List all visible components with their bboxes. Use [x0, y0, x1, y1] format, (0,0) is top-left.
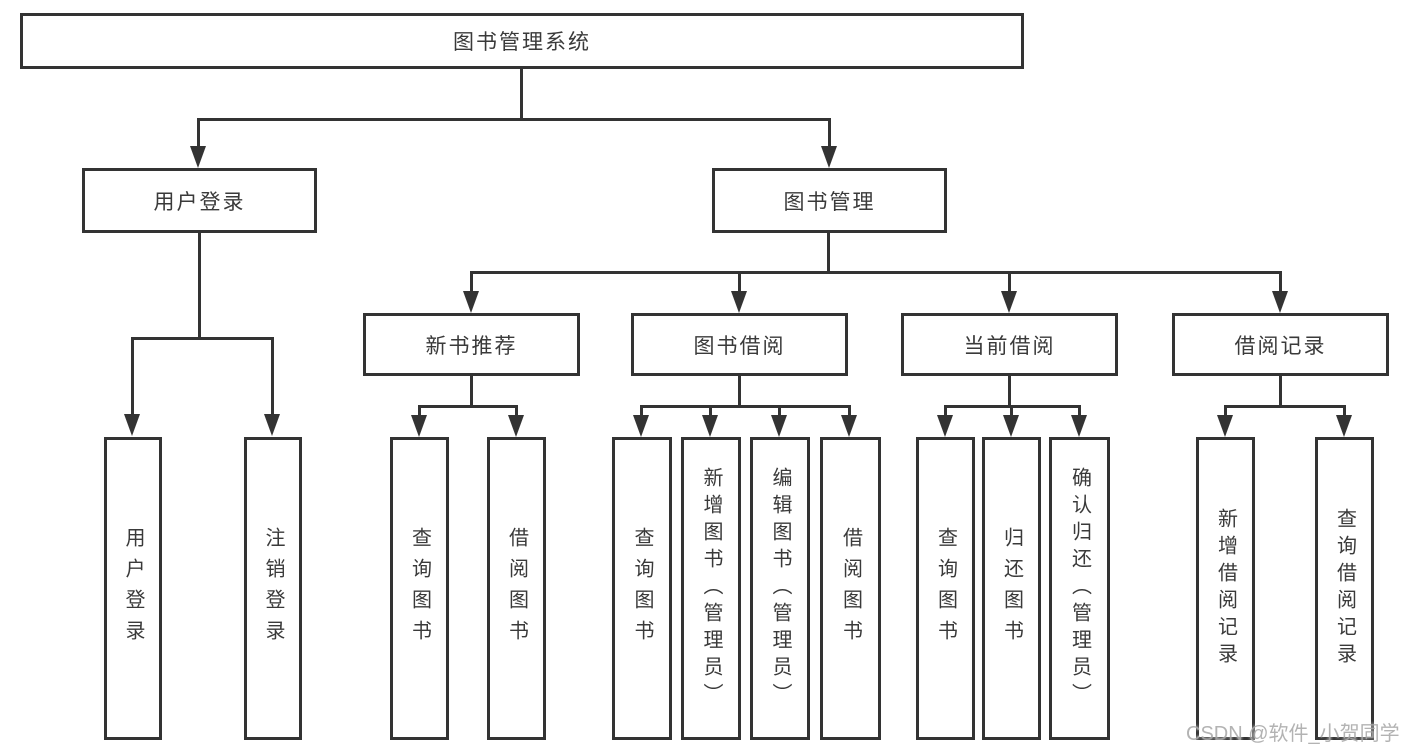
edge-book-mgmt-stem-2 — [738, 271, 741, 293]
arrowhead-to-book-management — [821, 146, 837, 168]
arrowhead-to-bb-borrow-book — [841, 415, 857, 437]
edge-borrow-stem-2 — [709, 405, 712, 417]
leaf-current-return-book: 归还图书 — [982, 437, 1041, 740]
leaf-borrow-add-book-admin: 新增图书（管理员） — [681, 437, 741, 740]
arrowhead-to-user-login — [190, 146, 206, 168]
node-book-borrow: 图书借阅 — [631, 313, 848, 376]
arrowhead-to-current-borrow — [1001, 291, 1017, 313]
leaf-logout: 注销登录 — [244, 437, 302, 740]
edge-borrow-stem-3 — [778, 405, 781, 417]
leaf-recommend-query-book: 查询图书 — [390, 437, 449, 740]
edge-record-hbar — [1224, 405, 1346, 408]
leaf-record-add-borrow-record: 新增借阅记录 — [1196, 437, 1255, 740]
arrowhead-to-cb-confirm-return — [1071, 415, 1087, 437]
edge-current-stem-1 — [944, 405, 947, 417]
arrowhead-to-borrow-record — [1272, 291, 1288, 313]
node-root-library-management-system: 图书管理系统 — [20, 13, 1024, 69]
edge-root-drop — [520, 69, 523, 121]
edge-current-drop — [1008, 376, 1011, 408]
edge-record-drop — [1279, 376, 1282, 408]
arrowhead-to-br-add-record — [1217, 415, 1233, 437]
edge-borrow-hbar — [640, 405, 851, 408]
arrowhead-to-bb-add-book — [702, 415, 718, 437]
arrowhead-to-leaf-logout — [264, 414, 280, 436]
node-book-management: 图书管理 — [712, 168, 947, 233]
edge-borrow-stem-4 — [848, 405, 851, 417]
edge-recommend-stem-1 — [418, 405, 421, 417]
leaf-user-login: 用户登录 — [104, 437, 162, 740]
arrowhead-to-book-borrow — [731, 291, 747, 313]
arrowhead-to-leaf-user-login — [124, 414, 140, 436]
arrowhead-to-br-query-record — [1336, 415, 1352, 437]
edge-root-hbar — [197, 118, 831, 121]
leaf-borrow-query-book: 查询图书 — [612, 437, 672, 740]
edge-borrow-drop — [738, 376, 741, 408]
edge-root-stem-right — [828, 118, 831, 150]
node-current-borrow: 当前借阅 — [901, 313, 1118, 376]
edge-recommend-stem-2 — [515, 405, 518, 417]
edge-current-stem-2 — [1010, 405, 1013, 417]
arrowhead-to-nr-query-book — [411, 415, 427, 437]
edge-book-mgmt-stem-1 — [470, 271, 473, 293]
arrowhead-to-nr-borrow-book — [508, 415, 524, 437]
arrowhead-to-cb-return-book — [1003, 415, 1019, 437]
leaf-borrow-edit-book-admin: 编辑图书（管理员） — [750, 437, 810, 740]
edge-root-stem-left — [197, 118, 200, 150]
node-borrow-record: 借阅记录 — [1172, 313, 1389, 376]
edge-user-login-drop — [198, 233, 201, 340]
edge-book-mgmt-hbar — [470, 271, 1282, 274]
leaf-recommend-borrow-book: 借阅图书 — [487, 437, 546, 740]
arrowhead-to-bb-edit-book — [771, 415, 787, 437]
edge-recommend-hbar — [418, 405, 518, 408]
leaf-record-query-borrow-record: 查询借阅记录 — [1315, 437, 1374, 740]
arrowhead-to-bb-query-book — [633, 415, 649, 437]
edge-recommend-drop — [470, 376, 473, 408]
edge-book-mgmt-stem-3 — [1008, 271, 1011, 293]
arrowhead-to-new-book-recommend — [463, 291, 479, 313]
leaf-current-confirm-return-admin: 确认归还（管理员） — [1049, 437, 1110, 740]
edge-user-login-hbar — [131, 337, 273, 340]
arrowhead-to-cb-query-book — [937, 415, 953, 437]
edge-current-stem-3 — [1078, 405, 1081, 417]
edge-user-login-stem-left — [131, 337, 134, 417]
csdn-watermark: CSDN @软件_小贺同学 — [1186, 723, 1400, 745]
edge-borrow-stem-1 — [640, 405, 643, 417]
edge-record-stem-1 — [1224, 405, 1227, 417]
edge-book-mgmt-stem-4 — [1279, 271, 1282, 293]
leaf-current-query-book: 查询图书 — [916, 437, 975, 740]
node-new-book-recommend: 新书推荐 — [363, 313, 580, 376]
leaf-borrow-borrow-book: 借阅图书 — [820, 437, 881, 740]
edge-record-stem-2 — [1343, 405, 1346, 417]
edge-book-mgmt-drop — [827, 233, 830, 274]
edge-user-login-stem-right — [271, 337, 274, 417]
node-user-login: 用户登录 — [82, 168, 317, 233]
